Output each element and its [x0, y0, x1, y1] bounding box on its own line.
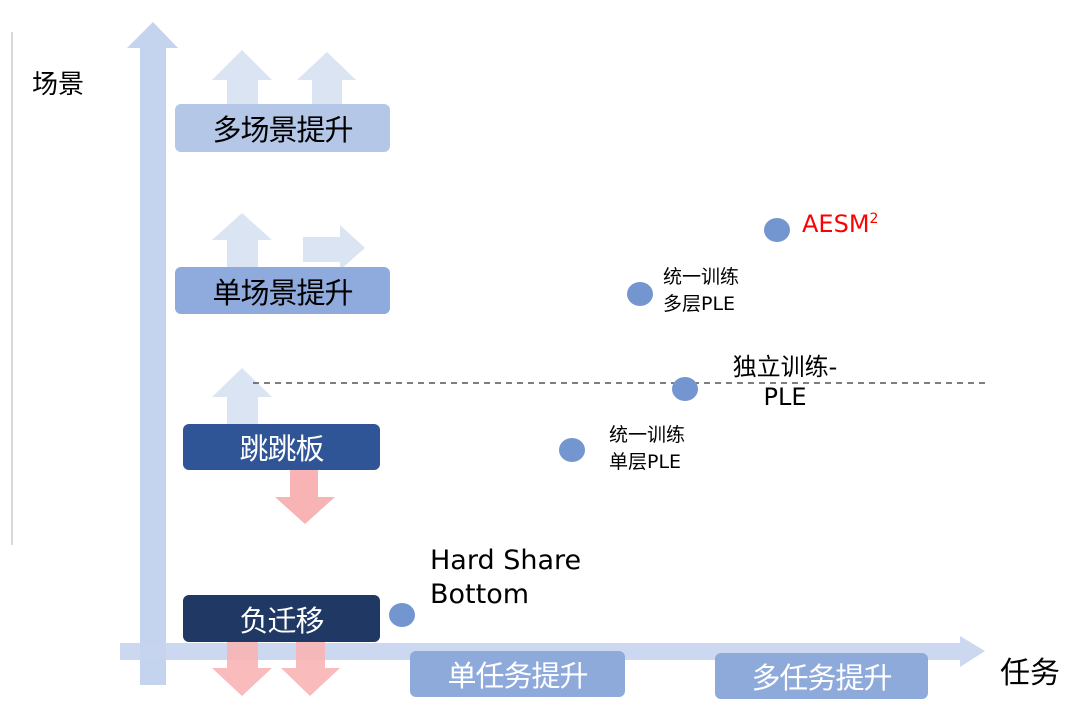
level-single-task: 单任务提升 [410, 651, 625, 697]
point-independent-ple [672, 377, 698, 401]
label-unified-multi-ple: 统一训练 多层PLE [663, 264, 739, 318]
right-arrow-icon [303, 225, 365, 270]
up-arrow-icon [212, 368, 272, 424]
level-negative-transfer: 负迁移 [183, 595, 380, 642]
y-axis-label: 场景 [32, 70, 85, 100]
label-aesm2: AESM2 [802, 210, 878, 238]
point-hard-share-bottom [389, 603, 415, 627]
up-arrow-icon [212, 213, 272, 267]
level-multi-task: 多任务提升 [715, 653, 928, 699]
level-multi-scene: 多场景提升 [175, 104, 390, 152]
down-arrow-icon [281, 638, 340, 696]
x-axis-label: 任务 [1000, 656, 1060, 691]
label-line: 多层PLE [663, 293, 736, 315]
up-arrow-icon [297, 52, 356, 104]
point-unified-multi-ple [627, 282, 653, 306]
label-line: Hard Share [430, 545, 582, 576]
label-main: AESM [802, 210, 870, 238]
label-line: PLE [763, 383, 807, 411]
up-arrow-icon [212, 50, 272, 104]
label-line: 统一训练 [609, 424, 686, 446]
label-line: Bottom [430, 579, 530, 610]
label-line: 独立训练- [732, 353, 838, 381]
label-line: 单层PLE [609, 451, 682, 473]
y-axis-arrow [127, 22, 178, 685]
label-line: 统一训练 [663, 266, 740, 288]
level-springboard: 跳跳板 [183, 424, 380, 470]
label-independent-ple: 独立训练- PLE [722, 352, 848, 412]
point-aesm2 [764, 218, 790, 242]
label-superscript: 2 [869, 211, 879, 227]
down-arrow-icon [212, 638, 272, 696]
down-arrow-icon [275, 470, 335, 524]
level-single-scene: 单场景提升 [175, 267, 390, 314]
label-hard-share-bottom: Hard Share Bottom [430, 544, 581, 612]
label-unified-single-ple: 统一训练 单层PLE [609, 422, 685, 476]
point-unified-single-ple [559, 438, 585, 462]
